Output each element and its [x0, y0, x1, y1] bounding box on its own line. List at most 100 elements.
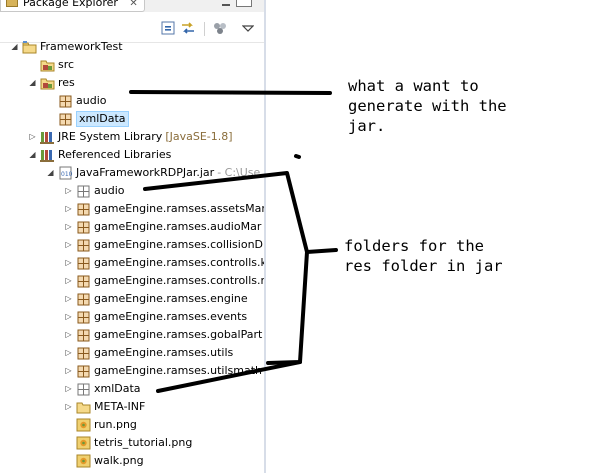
- library-icon: [40, 130, 55, 144]
- expand-arrow-icon[interactable]: ▷: [65, 186, 72, 195]
- tree-item[interactable]: ◢ FrameworkTest: [0, 38, 264, 56]
- expand-arrow-icon[interactable]: ▷: [65, 384, 72, 393]
- tree-item[interactable]: ◢res: [0, 74, 264, 92]
- collapse-arrow-icon[interactable]: ◢: [11, 42, 18, 51]
- expand-arrow-icon[interactable]: ▷: [65, 312, 72, 321]
- tree-item-text: JavaFrameworkRDPJar.jar: [76, 166, 215, 179]
- tree-item-label: gameEngine.ramses.engine: [94, 290, 248, 308]
- link-with-editor-icon: [182, 22, 194, 34]
- expand-arrow-icon[interactable]: ▷: [65, 276, 72, 285]
- expand-arrow-icon[interactable]: ▷: [65, 348, 72, 357]
- package-icon: [76, 292, 91, 306]
- tree-item-decoration: - C:\Use: [217, 166, 261, 179]
- tree-item-label: gameEngine.ramses.controlls.k: [94, 254, 266, 272]
- project-icon: [22, 40, 37, 54]
- tree-item-label: JavaFrameworkRDPJar.jar- C:\Use: [76, 164, 260, 182]
- tree-item-text: gameEngine.ramses.audioMar: [94, 220, 262, 233]
- package-icon: [76, 346, 91, 360]
- expand-arrow-icon[interactable]: ▷: [65, 330, 72, 339]
- tree-item[interactable]: src: [0, 56, 264, 74]
- source-folder-icon: [40, 58, 55, 72]
- tree-item-label: gameEngine.ramses.collisionD: [94, 236, 263, 254]
- tree-item-text: tetris_tutorial.png: [94, 436, 193, 449]
- tree-item[interactable]: ▷ gameEngine.ramses.utils: [0, 344, 264, 362]
- tree-item-text: Referenced Libraries: [58, 148, 172, 161]
- package-icon: [76, 220, 91, 234]
- expand-arrow-icon[interactable]: ▷: [65, 402, 72, 411]
- tree-item-text: audio: [76, 94, 107, 107]
- tree-item-text: run.png: [94, 418, 137, 431]
- tree-item[interactable]: ▷gameEngine.ramses.utilsmath: [0, 362, 264, 380]
- expand-arrow-icon[interactable]: ▷: [65, 366, 72, 375]
- image-file-icon: [76, 418, 91, 432]
- tab-package-explorer[interactable]: Package Explorer ✕: [0, 0, 145, 12]
- tree-item-label: gameEngine.ramses.events: [94, 308, 247, 326]
- tree-item-label: gameEngine.ramses.assetsMar: [94, 200, 266, 218]
- tree-item[interactable]: ▷JRE System Library[JavaSE-1.8]: [0, 128, 264, 146]
- tree-item-label: gameEngine.ramses.gobalPart: [94, 326, 262, 344]
- link-with-editor-button[interactable]: [180, 20, 196, 36]
- package-icon: [76, 328, 91, 342]
- tree-spacer: [64, 452, 73, 470]
- tree-item-text: walk.png: [94, 454, 144, 467]
- tree-item-text: xmlData: [79, 112, 126, 125]
- tree-item[interactable]: ▷ gameEngine.ramses.collisionD: [0, 236, 264, 254]
- tree-item[interactable]: ▷ xmlData: [0, 380, 264, 398]
- package-icon: [76, 238, 91, 252]
- panel-divider[interactable]: [264, 0, 266, 473]
- package-explorer-panel: Package Explorer ✕: [0, 0, 266, 473]
- package-icon: [76, 202, 91, 216]
- annotation-note-bottom: folders for the res folder in jar: [344, 237, 503, 275]
- tree-item[interactable]: ▷ audio: [0, 182, 264, 200]
- tree-item-text: gameEngine.ramses.controlls.r: [94, 274, 266, 287]
- tree-item[interactable]: ▷ gameEngine.ramses.audioMar: [0, 218, 264, 236]
- tree-item-text: gameEngine.ramses.controlls.k: [94, 256, 266, 269]
- expand-arrow-icon[interactable]: ▷: [65, 222, 72, 231]
- tree-item[interactable]: audio: [0, 92, 264, 110]
- empty-package-icon: [76, 184, 91, 198]
- filter-button[interactable]: [212, 20, 228, 36]
- collapse-all-button[interactable]: [160, 20, 176, 36]
- package-icon: [58, 112, 73, 126]
- collapse-arrow-icon[interactable]: ◢: [29, 78, 36, 87]
- collapse-arrow-icon[interactable]: ◢: [29, 150, 36, 159]
- tree-item-label: src: [58, 56, 74, 74]
- minimize-icon[interactable]: [222, 0, 230, 6]
- expand-arrow-icon[interactable]: ▷: [65, 240, 72, 249]
- tree-item-label: gameEngine.ramses.utils: [94, 344, 233, 362]
- tree-item[interactable]: ▷ gameEngine.ramses.controlls.r: [0, 272, 265, 290]
- tree-item-text: gameEngine.ramses.engine: [94, 292, 248, 305]
- tree-item[interactable]: ▷ gameEngine.ramses.events: [0, 308, 264, 326]
- tab-title: Package Explorer: [23, 0, 118, 9]
- view-menu-button[interactable]: [242, 20, 258, 36]
- package-icon: [76, 274, 91, 288]
- tree-item[interactable]: ▷ gameEngine.ramses.gobalPart: [0, 326, 264, 344]
- expand-arrow-icon[interactable]: ▷: [65, 294, 72, 303]
- toolbar-separator: [204, 22, 205, 36]
- expand-arrow-icon[interactable]: ▷: [65, 204, 72, 213]
- tree-item-label: audio: [94, 182, 124, 200]
- tree-item-label: gameEngine.ramses.controlls.r: [94, 272, 265, 290]
- collapse-arrow-icon[interactable]: ◢: [47, 168, 54, 177]
- maximize-icon[interactable]: [236, 0, 252, 7]
- tree-spacer: [28, 56, 37, 74]
- expand-arrow-icon[interactable]: ▷: [65, 258, 72, 267]
- tree-item[interactable]: walk.png: [0, 452, 264, 470]
- tree-item-label: xmlData: [76, 111, 129, 127]
- tree-item[interactable]: tetris_tutorial.png: [0, 434, 264, 452]
- tree-item-label: audio: [76, 92, 106, 110]
- tree-item[interactable]: ▷ gameEngine.ramses.engine: [0, 290, 264, 308]
- ink-bracket-tip: [305, 248, 338, 254]
- tree-item[interactable]: ▷ gameEngine.ramses.controlls.k: [0, 254, 266, 272]
- tree-item[interactable]: ▷META-INF: [0, 398, 264, 416]
- tree-item[interactable]: xmlData: [0, 110, 264, 128]
- tree-item-text: xmlData: [94, 382, 141, 395]
- tree-item[interactable]: ▷ gameEngine.ramses.assetsMar: [0, 200, 266, 218]
- tree-item[interactable]: ◢ Referenced Libraries: [0, 146, 264, 164]
- tree-item-label: FrameworkTest: [40, 38, 123, 56]
- close-icon[interactable]: ✕: [129, 0, 138, 9]
- tree-item[interactable]: run.png: [0, 416, 264, 434]
- package-explorer-icon: [6, 0, 18, 7]
- expand-arrow-icon[interactable]: ▷: [29, 132, 36, 141]
